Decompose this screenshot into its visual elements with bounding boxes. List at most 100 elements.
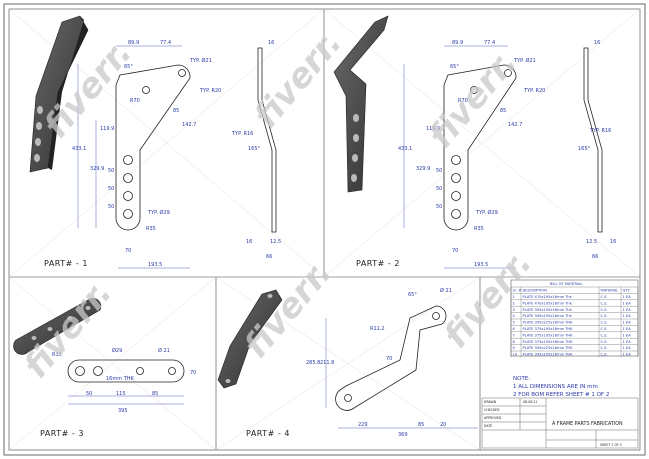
p4-dim-h21: Ø 21 (440, 287, 452, 294)
p3-dim-50: 50 (86, 391, 92, 397)
part-4-drawing: Ø 21 65° R11.2 70 285.8 211.8 229 85 20 … (217, 287, 478, 438)
dim-66: 66 (266, 254, 272, 260)
dim-typ-r: TYP. R20 (199, 88, 221, 94)
part-4-front-view (335, 305, 447, 411)
bom-cell: 10 (513, 353, 518, 357)
p3-dim-h21: Ø 21 (158, 347, 170, 354)
part-3-iso-view (13, 298, 102, 355)
part-2-label: PART# - 2 (356, 259, 400, 268)
dim-thk-16: 16 (268, 40, 274, 46)
bom-cell: C.S. (601, 301, 608, 305)
bom-cell: PLATE 375x195x16mm THK (523, 327, 574, 331)
bom-cell: 1 EA (623, 295, 632, 299)
dim-119-9: 119.9 (100, 126, 114, 132)
part-2-front-view (443, 64, 517, 231)
bom-cell: PLATE 395x195x16mm Thk (523, 308, 573, 312)
p4-dim-angle: 65° (408, 292, 417, 298)
inner-border (8, 8, 641, 451)
part-1-iso-view (29, 15, 89, 173)
p2-dim-top-b: 77.4 (484, 40, 495, 46)
tb-date: DATE (484, 424, 492, 428)
bom-cell: C.S. (601, 321, 608, 325)
dim-r35: R35 (146, 226, 156, 232)
p2-dim-329-9: 329.9 (416, 166, 430, 172)
bom-title: BILL OF MATERIAL (550, 282, 582, 286)
bom-cell: 3 (513, 308, 515, 312)
p2-dim-70: 70 (452, 248, 458, 254)
dim-193-5: 193.5 (148, 262, 162, 268)
bom-cell: 2 (513, 301, 515, 305)
p4-dim-20: 20 (440, 422, 446, 428)
bom-cell: 1 EA (623, 314, 632, 318)
outer-border (3, 3, 646, 456)
p4-dim-285-8: 285.8 (306, 360, 320, 366)
bom-cell: 1 EA (623, 333, 632, 337)
p2-dim-85: 85 (500, 108, 506, 114)
bom-cell: 7 (513, 333, 515, 337)
part-1-drawing: 89.9 77.4 TYP. Ø21 TYP. R20 65° R70 85 1… (29, 15, 281, 269)
bom-cell: C.S. (601, 346, 608, 350)
bom-cell: 1 EA (623, 327, 632, 331)
tb-date-value: 08-08-21 (523, 400, 537, 404)
title-block (481, 397, 639, 449)
p2-dim-top-a: 89.9 (452, 40, 463, 46)
bom-cell: 1 EA (623, 353, 632, 357)
p2-dim-angle: 65° (450, 64, 459, 70)
p4-dim-211-8: 211.8 (320, 360, 334, 366)
p2-dim-66: 66 (592, 254, 598, 260)
bom-header-cell: Sr. # (513, 289, 522, 293)
bom-cell: 8 (513, 340, 516, 344)
p3-dim-thk: 16mm THK (106, 376, 135, 382)
bom-cell: 1 EA (623, 321, 632, 325)
bom-cell: PLATE 470x195x16mm Thk (523, 295, 573, 299)
part-4-label: PART# - 4 (246, 429, 290, 438)
part-3-drawing: R35 Ø29 Ø 21 16mm THK 70 50 115 85 395 P… (13, 298, 196, 438)
p2-dim-typ-hole: TYP. Ø21 (513, 57, 536, 64)
bom-cell: PLATE 375x195x16mm THK (523, 340, 574, 344)
p4-dim-369: 369 (398, 432, 408, 438)
bom-cell: C.S. (601, 340, 608, 344)
dim-typ-29: TYP. Ø29 (147, 209, 170, 216)
dim-329-9: 329.9 (90, 166, 104, 172)
notes-block: NOTE: 1 ALL DIMENSIONS ARE IN mm 2 FOR B… (513, 376, 609, 398)
part-3-front-view (67, 359, 185, 383)
bom-cell: PLATE 395x225x16mm THK (523, 321, 574, 325)
dim-top-b: 77.4 (160, 40, 171, 46)
bom-header-cell: MATERIAL (601, 289, 619, 293)
dim-typ-hole: TYP. Ø21 (189, 57, 212, 64)
p2-dim-165: 165° (578, 146, 591, 152)
dim-50-c: 50 (108, 204, 114, 210)
bom-cell: PLATE 375x195x16mm THK (523, 333, 574, 337)
p2-dim-r35: R35 (474, 226, 484, 232)
bom-cell: C.S. (601, 295, 608, 299)
part-1-front-view (115, 64, 191, 231)
dim-50-b: 50 (108, 186, 114, 192)
dim-433-1: 433.1 (72, 146, 86, 152)
bom-cell: PLATE 470x195x16mm Thk (523, 301, 573, 305)
dim-70: 70 (125, 248, 131, 254)
dim-16: 16 (246, 239, 252, 245)
bom-cell: 1 EA (623, 308, 632, 312)
p4-dim-r11-2: R11.2 (370, 326, 385, 332)
bom-cell: C.S. (601, 333, 608, 337)
p4-dim-70: 70 (386, 356, 392, 362)
dim-165: 165° (248, 146, 261, 152)
bom-cell: 1 (513, 295, 515, 299)
p2-dim-typ-r: TYP. R20 (523, 88, 545, 94)
p3-dim-395: 395 (118, 408, 128, 414)
dim-typ-r16: TYP. R16 (231, 131, 253, 137)
p3-dim-115: 115 (116, 391, 126, 397)
bom-cell: 5 (513, 321, 515, 325)
p3-dim-h29: Ø29 (112, 347, 122, 354)
bom-cell: C.S. (601, 308, 608, 312)
notes-title: NOTE: (513, 376, 530, 382)
dim-85: 85 (173, 108, 179, 114)
p2-dim-12-5: 12.5 (586, 239, 597, 245)
p2-dim-typ-r16: TYP. R16 (589, 128, 611, 134)
p2-dim-thk-16: 16 (594, 40, 600, 46)
p2-dim-433-1: 433.1 (398, 146, 412, 152)
p3-dim-70: 70 (190, 370, 196, 376)
tb-drawn: DRAWN (484, 400, 497, 404)
bom-cell: C.S. (601, 314, 608, 318)
